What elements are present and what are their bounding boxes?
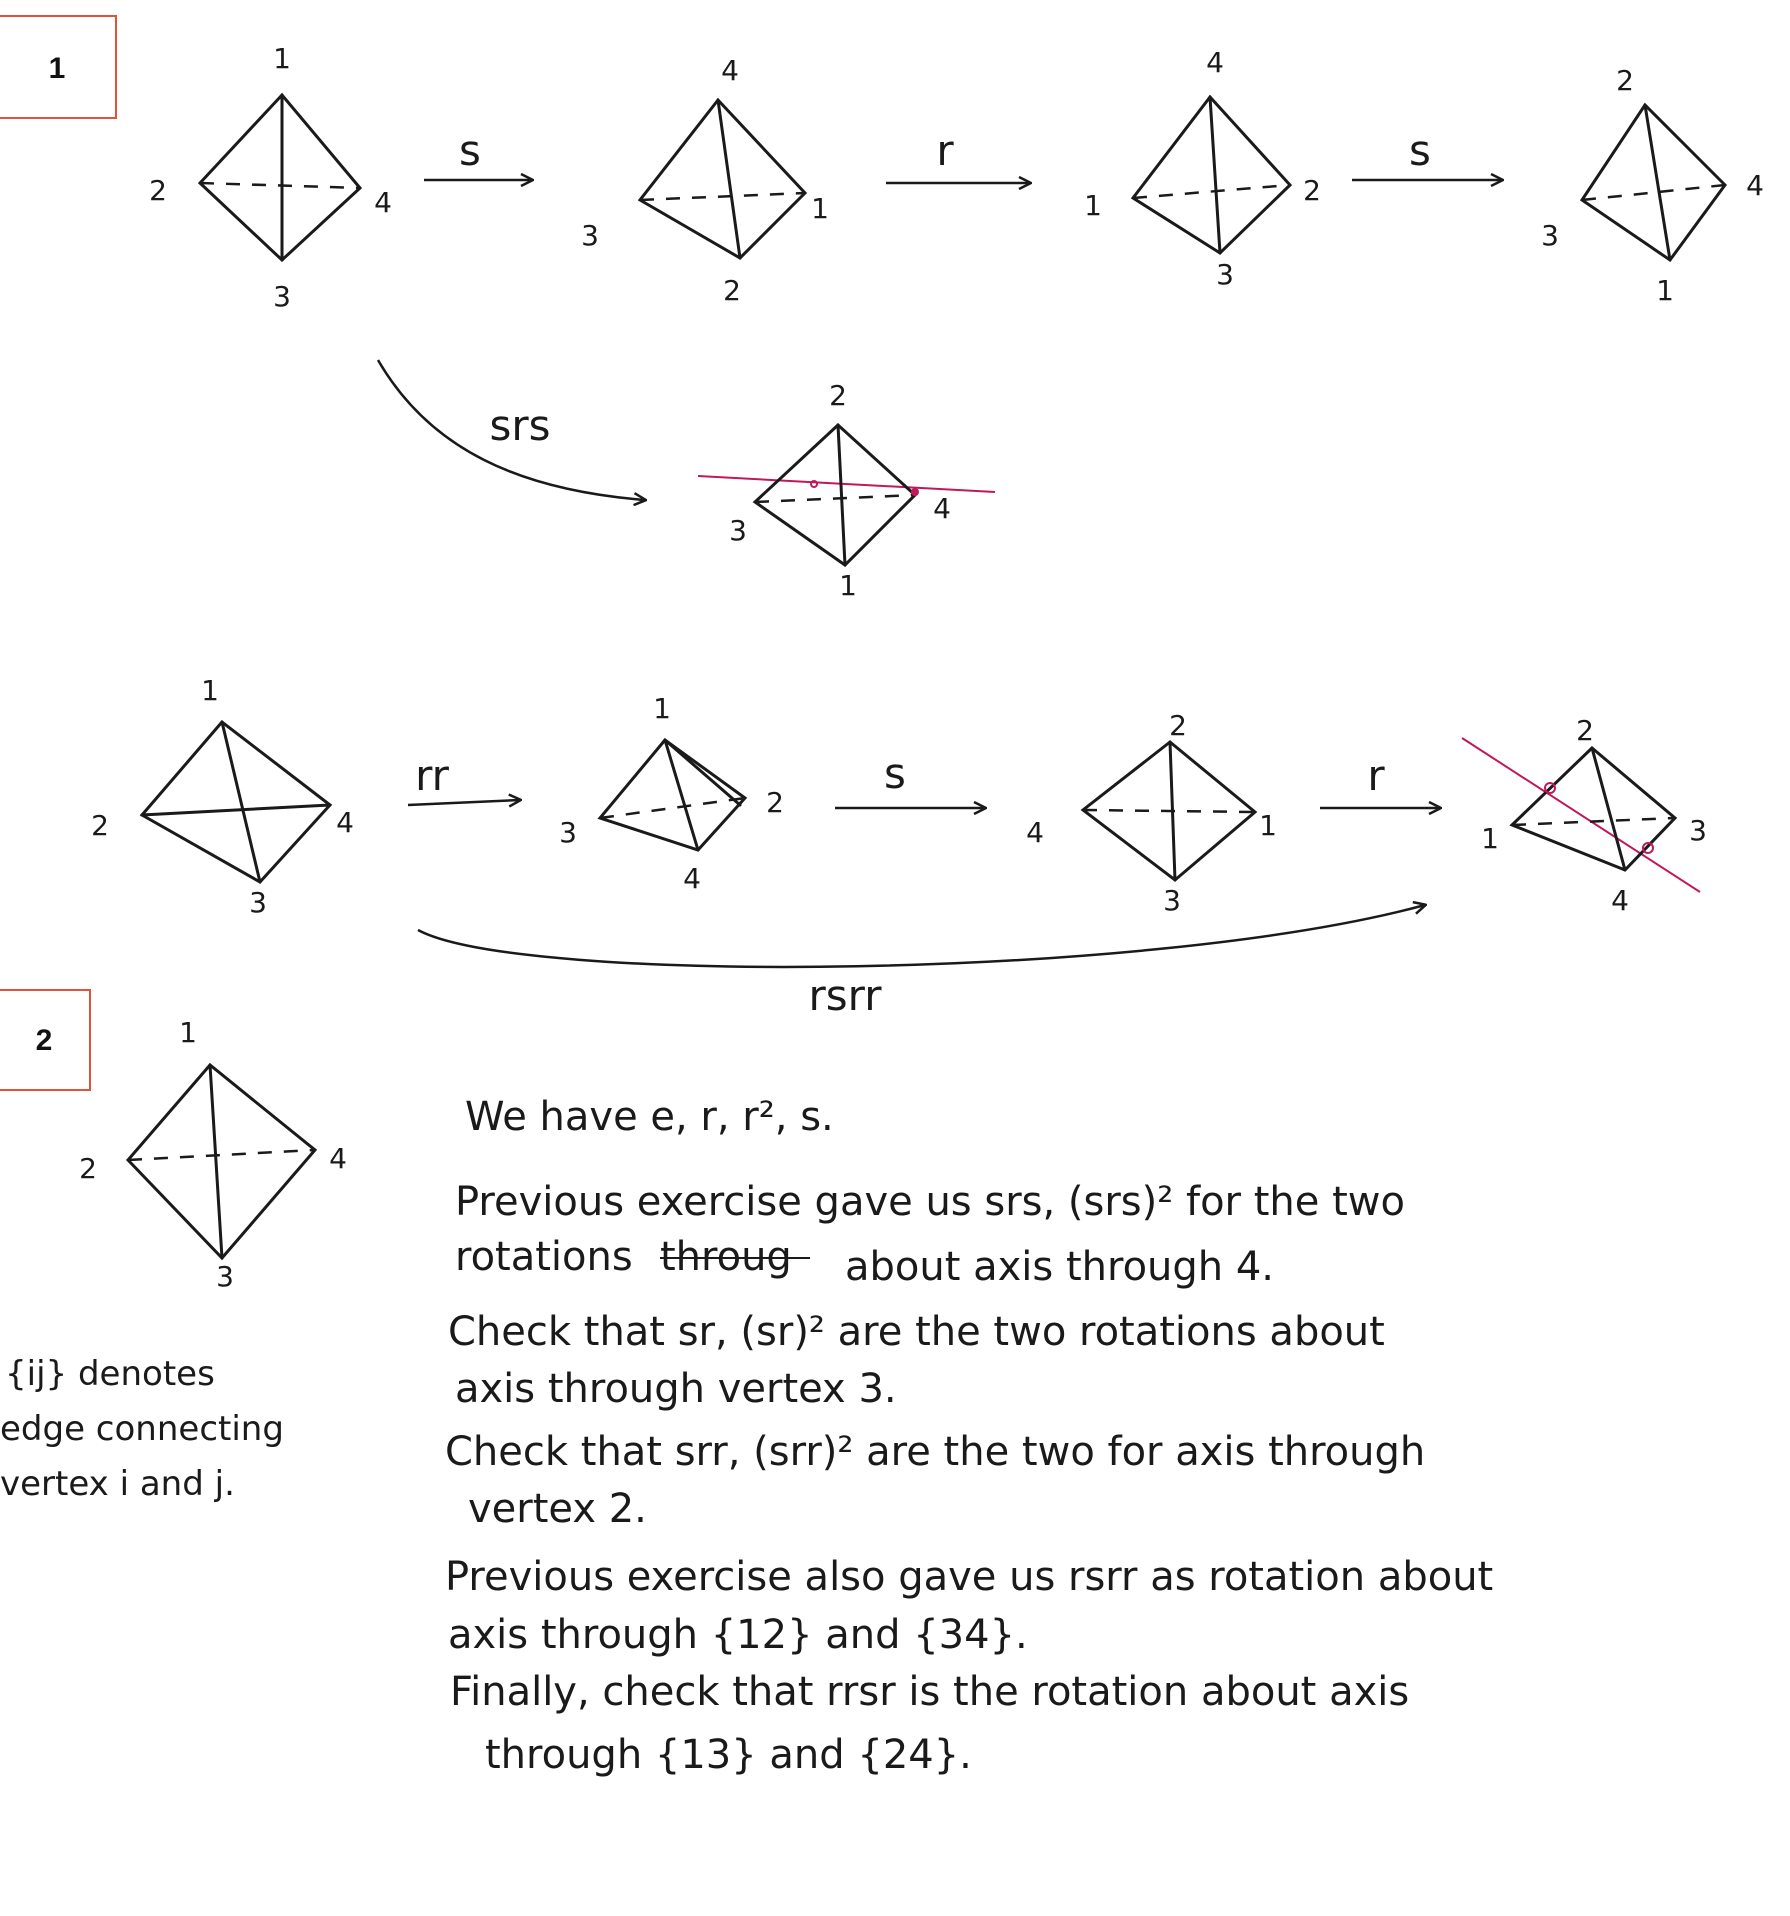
- svg-text:3: 3: [559, 816, 577, 849]
- curved-arrow-srs: srs: [376, 359, 645, 500]
- svg-text:3: 3: [1689, 814, 1707, 847]
- svg-text:3: 3: [249, 886, 267, 919]
- svg-text:1: 1: [49, 52, 66, 85]
- tetrahedron-3: 4 1 2 3: [1084, 46, 1321, 291]
- svg-text:1: 1: [839, 569, 857, 602]
- svg-text:1: 1: [1481, 822, 1499, 855]
- tetrahedron-9: 2 1 3 4: [1461, 714, 1707, 917]
- arrow-r-2: r: [1320, 751, 1440, 808]
- text-line: Previous exercise gave us srs, (srs)² fo…: [455, 1179, 1405, 1225]
- svg-text:4: 4: [329, 1142, 347, 1175]
- svg-text:vertex i and j.: vertex i and j.: [0, 1464, 235, 1504]
- tetrahedron-section2: 1 2 4 3: [79, 1016, 347, 1293]
- svg-text:1: 1: [179, 1016, 197, 1049]
- svg-text:edge connecting: edge connecting: [0, 1409, 284, 1449]
- svg-text:2: 2: [79, 1152, 97, 1185]
- text-line: We have e, r, r², s.: [465, 1094, 834, 1140]
- text-line: rotations: [455, 1234, 633, 1280]
- svg-text:{ij} denotes: {ij} denotes: [5, 1354, 215, 1394]
- arrow-s-1: s: [424, 126, 532, 180]
- svg-text:2: 2: [723, 274, 741, 307]
- text-line: Check that sr, (sr)² are the two rotatio…: [448, 1309, 1385, 1355]
- text-line: axis through vertex 3.: [455, 1366, 897, 1412]
- svg-text:3: 3: [1163, 884, 1181, 917]
- svg-text:2: 2: [1576, 714, 1594, 747]
- svg-text:2: 2: [829, 379, 847, 412]
- svg-text:2: 2: [766, 786, 784, 819]
- explanation-text: We have e, r, r², s. Previous exercise g…: [445, 1094, 1493, 1778]
- vertex-label: 3: [273, 280, 291, 313]
- tetrahedron-5: 2 3 4 1: [697, 379, 996, 602]
- svg-text:2: 2: [1169, 709, 1187, 742]
- tetrahedron-1: 1 2 4 3: [149, 42, 392, 313]
- svg-text:r: r: [1367, 751, 1385, 800]
- svg-text:1: 1: [1084, 189, 1102, 222]
- svg-text:s: s: [884, 749, 906, 798]
- text-line: about axis through 4.: [845, 1244, 1274, 1290]
- curved-arrow-rsrr: rsrr: [417, 905, 1425, 1020]
- tetrahedron-7: 1 3 2 4: [559, 692, 784, 895]
- svg-text:4: 4: [1206, 46, 1224, 79]
- text-line: axis through {12} and {34}.: [448, 1612, 1028, 1658]
- section-1-label: 1: [0, 15, 117, 119]
- arrow-s-2: s: [1352, 126, 1502, 180]
- tetrahedron-6: 1 2 4 3: [91, 674, 354, 919]
- arrow-rr: rr: [407, 751, 520, 805]
- svg-text:rsrr: rsrr: [809, 971, 883, 1020]
- svg-text:1: 1: [653, 692, 671, 725]
- svg-text:4: 4: [933, 492, 951, 525]
- svg-text:4: 4: [721, 54, 739, 87]
- vertex-label: 2: [149, 174, 167, 207]
- svg-text:rr: rr: [415, 751, 450, 800]
- svg-text:4: 4: [1026, 816, 1044, 849]
- section-2-label: 2: [0, 989, 91, 1091]
- svg-text:2: 2: [1303, 174, 1321, 207]
- arrow-s-3: s: [835, 749, 985, 808]
- text-line: Previous exercise also gave us rsrr as r…: [445, 1554, 1493, 1600]
- svg-text:s: s: [459, 126, 481, 175]
- svg-text:2: 2: [36, 1024, 53, 1057]
- svg-text:1: 1: [811, 192, 829, 225]
- edge-notation-note: {ij} denotes edge connecting vertex i an…: [0, 1354, 284, 1504]
- svg-text:3: 3: [1541, 219, 1559, 252]
- svg-text:1: 1: [1259, 809, 1277, 842]
- arrow-r-1: r: [886, 126, 1030, 183]
- text-line: Check that srr, (srr)² are the two for a…: [445, 1429, 1425, 1475]
- vertex-label: 1: [273, 42, 291, 75]
- struck-word: throug: [660, 1234, 810, 1280]
- text-line: Finally, check that rrsr is the rotation…: [450, 1669, 1409, 1715]
- svg-text:4: 4: [683, 862, 701, 895]
- tetrahedron-2: 4 3 1 2: [581, 54, 829, 307]
- svg-text:4: 4: [1611, 884, 1629, 917]
- svg-text:2: 2: [1616, 64, 1634, 97]
- tetrahedron-4: 2 3 4 1: [1541, 64, 1764, 307]
- svg-text:4: 4: [1746, 169, 1764, 202]
- tetrahedron-8: 2 4 1 3: [1026, 709, 1277, 917]
- svg-text:3: 3: [1216, 258, 1234, 291]
- vertex-label: 4: [374, 186, 392, 219]
- text-line: through {13} and {24}.: [485, 1732, 972, 1778]
- svg-text:s: s: [1409, 126, 1431, 175]
- text-line: vertex 2.: [468, 1486, 647, 1532]
- svg-text:3: 3: [216, 1260, 234, 1293]
- svg-text:1: 1: [201, 674, 219, 707]
- svg-text:srs: srs: [489, 401, 550, 450]
- svg-text:r: r: [936, 126, 954, 175]
- svg-text:1: 1: [1656, 274, 1674, 307]
- svg-text:3: 3: [581, 219, 599, 252]
- svg-text:4: 4: [336, 806, 354, 839]
- svg-text:3: 3: [729, 514, 747, 547]
- svg-text:2: 2: [91, 809, 109, 842]
